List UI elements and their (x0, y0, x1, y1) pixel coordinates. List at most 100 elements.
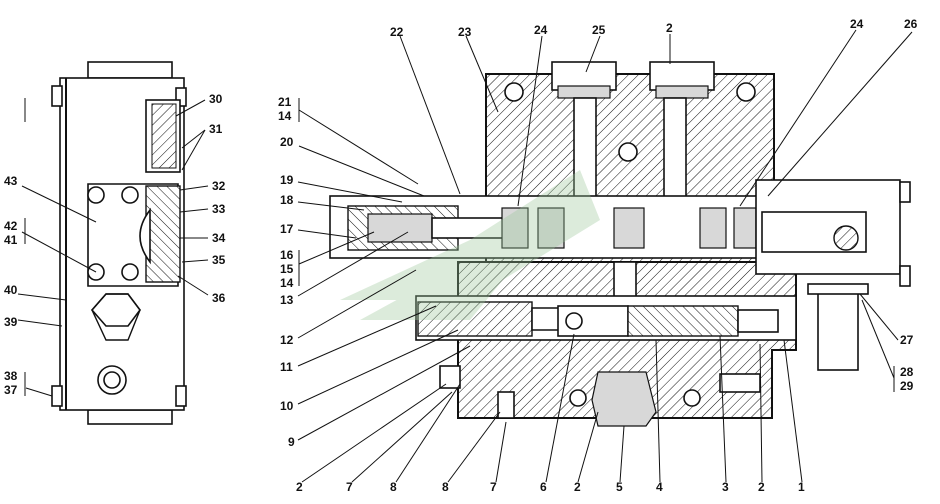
leader-10 (297, 329, 459, 405)
callout-34: 34 (212, 231, 226, 245)
leader-3 (719, 335, 727, 483)
poppet-spring-chamber (557, 305, 629, 337)
spool-lands (501, 207, 757, 249)
leader-9 (297, 345, 471, 441)
leader-33 (179, 208, 209, 213)
callout-18: 18 (280, 193, 294, 207)
right-bolt-bottom (899, 265, 911, 287)
lower-spool-tail (737, 309, 779, 333)
right-pin (833, 225, 859, 251)
callout-31: 31 (209, 122, 223, 136)
callout-2c: 2 (758, 480, 765, 494)
side-valve-section (145, 185, 181, 283)
leader-2a (301, 383, 447, 483)
poppet-spring (565, 312, 583, 330)
leader-31b (181, 129, 206, 171)
fitting-flange (807, 283, 869, 295)
left-spring-guide (367, 213, 433, 243)
side-bottom-boss (87, 409, 173, 425)
leader-23 (465, 35, 499, 113)
callout-labels: 30 31 32 33 34 35 36 43 42 41 40 39 38 3… (4, 17, 918, 494)
leader-13 (297, 231, 409, 297)
leader-7b (495, 421, 507, 483)
mount-hole-5 (683, 389, 701, 407)
callout-7a: 7 (346, 480, 353, 494)
spool-land-4 (699, 207, 727, 249)
callout-23: 23 (458, 25, 472, 39)
leader-40 (17, 293, 67, 301)
callout-28: 28 (900, 365, 914, 379)
leader-4 (655, 339, 661, 483)
callout-26: 26 (904, 17, 918, 31)
leader-7a (351, 391, 453, 483)
callout-32: 32 (212, 179, 226, 193)
callout-22: 22 (390, 25, 404, 39)
callout-36: 36 (212, 291, 226, 305)
callout-5: 5 (616, 480, 623, 494)
leader-32 (179, 185, 209, 191)
callout-9: 9 (288, 435, 295, 449)
left-bottom-fitting (439, 365, 461, 389)
leader-22 (399, 35, 461, 195)
leader-31a (181, 129, 206, 149)
side-bolt-bottom-left (51, 385, 63, 407)
callout-13: 13 (280, 293, 294, 307)
leader-11 (297, 305, 437, 367)
callout-8a: 8 (390, 480, 397, 494)
side-port-inner (103, 371, 121, 389)
leader-24a (517, 35, 543, 207)
leader-21 (298, 109, 419, 185)
callout-21: 21 (278, 95, 292, 109)
mount-hole-2 (736, 82, 756, 102)
callout-2d: 2 (666, 21, 673, 35)
watermark-logo (340, 170, 600, 320)
fitting-body (817, 287, 859, 371)
callout-2b: 2 (574, 480, 581, 494)
callout-29: 29 (900, 379, 914, 393)
mount-hole-1 (504, 82, 524, 102)
leader-1 (783, 339, 803, 483)
bottom-plug (591, 371, 657, 427)
side-hex-nut-outline (91, 293, 141, 341)
callout-24a: 24 (534, 23, 548, 37)
callout-43: 43 (4, 174, 18, 188)
bottom-screw (497, 391, 515, 419)
callout-12: 12 (280, 333, 294, 347)
right-bolt-top (899, 181, 911, 203)
callout-27: 27 (900, 333, 914, 347)
side-bolt-top-right (175, 87, 187, 107)
leader-27 (859, 293, 899, 341)
callout-19: 19 (280, 173, 294, 187)
leader-28 (861, 299, 895, 379)
callout-16: 16 (280, 248, 294, 262)
callout-24b: 24 (850, 17, 864, 31)
leader-25 (585, 35, 601, 73)
leader-12 (297, 269, 417, 339)
callout-39: 39 (4, 315, 18, 329)
callout-10: 10 (280, 399, 294, 413)
leader-19 (297, 181, 403, 203)
leader-2c (759, 343, 763, 483)
side-flange-hole-4 (121, 263, 139, 281)
side-dome (139, 207, 151, 265)
callout-35: 35 (212, 253, 226, 267)
callout-3: 3 (722, 480, 729, 494)
right-bottom-bolt (719, 373, 761, 393)
top-seal-right (655, 85, 709, 99)
watermark-shape-2 (360, 210, 560, 320)
side-top-boss (87, 61, 173, 79)
leader-lines (17, 29, 913, 483)
callout-1: 1 (798, 480, 805, 494)
leader-17 (297, 229, 357, 239)
side-flange-hole-1 (87, 186, 105, 204)
watermark-shape-1 (340, 170, 600, 300)
leader-18 (297, 201, 365, 211)
lower-spool (627, 305, 739, 337)
callout-41: 41 (4, 233, 18, 247)
leader-6 (545, 333, 575, 483)
callout-4: 4 (656, 480, 663, 494)
mount-hole-3 (618, 142, 638, 162)
leader-35 (181, 259, 209, 263)
leader-24b (739, 29, 857, 207)
